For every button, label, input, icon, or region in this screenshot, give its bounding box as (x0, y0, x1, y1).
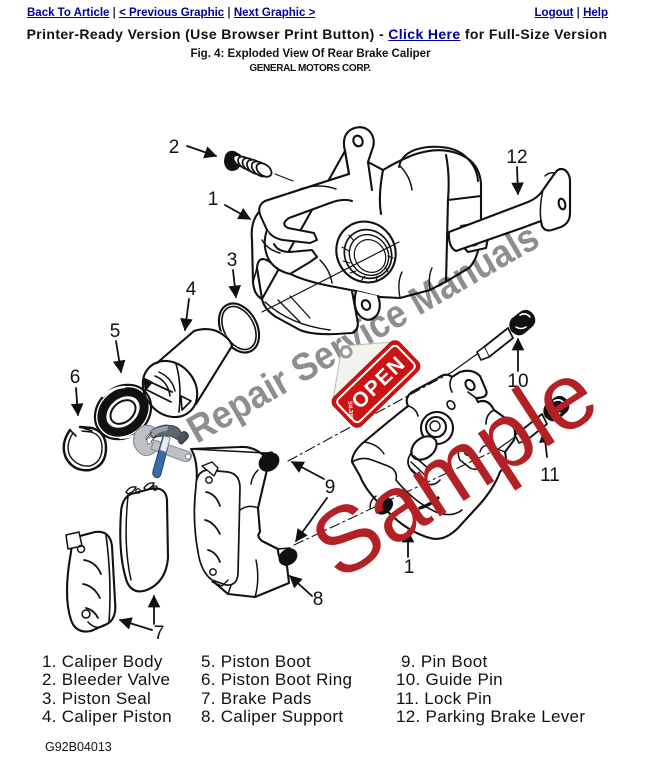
svg-text:WE'RE: WE'RE (348, 400, 355, 419)
svg-text:11: 11 (540, 465, 560, 486)
svg-text:2: 2 (169, 137, 180, 158)
svg-text:3: 3 (227, 250, 238, 271)
svg-text:1: 1 (208, 189, 219, 210)
svg-text:7: 7 (154, 623, 165, 644)
svg-text:12: 12 (506, 147, 527, 168)
svg-text:9: 9 (325, 477, 336, 498)
svg-text:4: 4 (186, 279, 197, 300)
svg-text:1: 1 (404, 557, 415, 578)
svg-text:5: 5 (110, 321, 121, 342)
svg-text:10: 10 (507, 371, 528, 392)
svg-text:8: 8 (313, 589, 324, 610)
svg-text:6: 6 (70, 367, 81, 388)
